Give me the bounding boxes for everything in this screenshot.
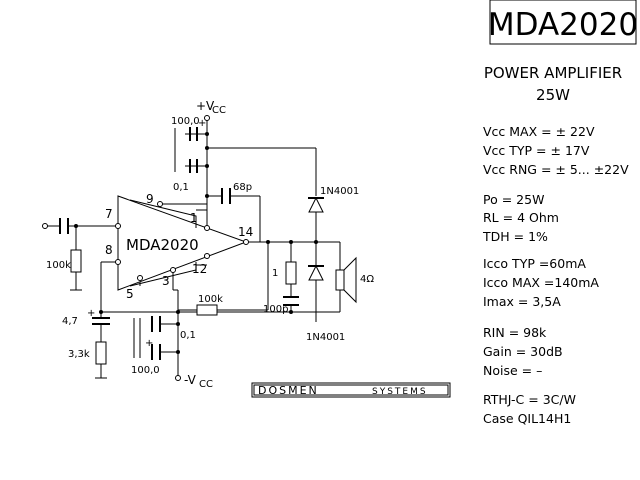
svg-text:+: +: [145, 338, 153, 349]
spec-rin: RIN = 98k: [483, 325, 547, 340]
c-top-elec-label: 100,0: [171, 116, 200, 127]
brand-suffix: SYSTEMS: [372, 387, 428, 397]
spec-vcc-max: Vcc MAX = ± 22V: [483, 124, 595, 139]
vcc-neg-label: -V: [184, 373, 197, 387]
amplifier-outline: [117, 195, 248, 291]
pin-3-label: 3: [162, 274, 170, 288]
c-bottom-elec-label: 100,0: [131, 365, 160, 376]
r-zobel-label: 1: [272, 268, 278, 279]
chip-label: MDA2020: [126, 236, 199, 254]
pin8-marker: [115, 259, 121, 265]
spec-po: Po = 25W: [483, 192, 544, 207]
c-zobel-label: 100p: [263, 304, 288, 315]
speaker-icon: [335, 269, 345, 291]
subtitle-line1: POWER AMPLIFIER: [484, 64, 622, 82]
diode-bottom-label: 1N4001: [306, 332, 345, 343]
amplifier-symbol: MDA2020: [115, 195, 249, 291]
pin-5-label: 5: [126, 287, 134, 301]
pos-supply-terminal: [204, 115, 210, 121]
diode-top: [308, 196, 324, 213]
spec-vcc-rng: Vcc RNG = ± 5... ±22V: [483, 162, 629, 177]
title-box: [489, 0, 637, 45]
pin-14-label: 14: [238, 225, 253, 239]
brand-inner: [253, 384, 449, 396]
wires: [47, 120, 341, 379]
pin12-marker: [204, 253, 210, 259]
spec-imax: Imax = 3,5A: [483, 294, 561, 309]
part-number: MDA2020: [488, 7, 638, 43]
spec-rl: RL = 4 Ohm: [483, 210, 559, 225]
resistor-bias: [95, 341, 107, 365]
pin-1-label: 1: [190, 211, 198, 225]
component-labels: +V CC 100,0 0,1 68p 100k 4,7 3,3k 100k 0…: [46, 99, 374, 390]
pin-7-label: 7: [105, 207, 113, 221]
spec-vcc-typ: Vcc TYP = ± 17V: [483, 143, 590, 158]
svg-text:+: +: [198, 118, 206, 129]
pin-8-label: 8: [105, 243, 113, 257]
pin14-marker: [243, 239, 249, 245]
diode-top-label: 1N4001: [320, 186, 359, 197]
resistor-feedback: [196, 304, 218, 316]
vcc-pos-label: +V: [196, 99, 215, 113]
spec-icco-typ: Icco TYP =60mA: [483, 256, 586, 271]
spec-rthj: RTHJ-C = 3C/W: [483, 392, 576, 407]
r-bias-label: 3,3k: [68, 349, 90, 360]
neg-supply-terminal: [175, 375, 181, 381]
c-top-label: 0,1: [173, 182, 189, 193]
pin-12-label: 12: [192, 262, 207, 276]
c-bias-label: 4,7: [62, 316, 78, 327]
speaker-label: 4Ω: [360, 274, 374, 285]
pin7-marker: [115, 223, 121, 229]
spec-case: Case QIL14H1: [483, 411, 571, 426]
spec-noise: Noise = –: [483, 363, 542, 378]
brand-box: DOSMEN SYSTEMS: [251, 382, 451, 398]
vcc-pos-sub: CC: [212, 105, 226, 116]
pin-9-label: 9: [146, 192, 154, 206]
spec-tdh: TDH = 1%: [482, 229, 548, 244]
spec-list: Vcc MAX = ± 22V Vcc TYP = ± 17V Vcc RNG …: [482, 124, 629, 426]
resistor-input: [70, 249, 82, 273]
brand-name: DOSMEN: [258, 384, 319, 397]
c-feedback-label: 68p: [233, 182, 252, 193]
pin1-marker: [204, 225, 210, 231]
pin9-marker: [157, 201, 163, 207]
pin5-marker: [137, 275, 143, 281]
spec-gain: Gain = 30dB: [483, 344, 563, 359]
brand-outer: [251, 382, 451, 398]
diode-bottom: [308, 264, 324, 281]
resistor-zobel: [285, 261, 297, 285]
r-input-label: 100k: [46, 260, 71, 271]
c-bottom-label: 0,1: [180, 330, 196, 341]
input-terminal: [42, 223, 48, 229]
pin3-marker: [170, 267, 176, 273]
pin-labels: 7 8 9 1 14 12 3 5: [105, 192, 253, 301]
subtitle-line2: 25W: [536, 86, 570, 104]
svg-text:+: +: [87, 308, 95, 319]
spec-icco-max: Icco MAX =140mA: [483, 275, 599, 290]
junctions: [74, 132, 318, 354]
r-feedback-label: 100k: [198, 294, 223, 305]
components: + + +: [42, 115, 357, 381]
vcc-neg-sub: CC: [199, 379, 213, 390]
